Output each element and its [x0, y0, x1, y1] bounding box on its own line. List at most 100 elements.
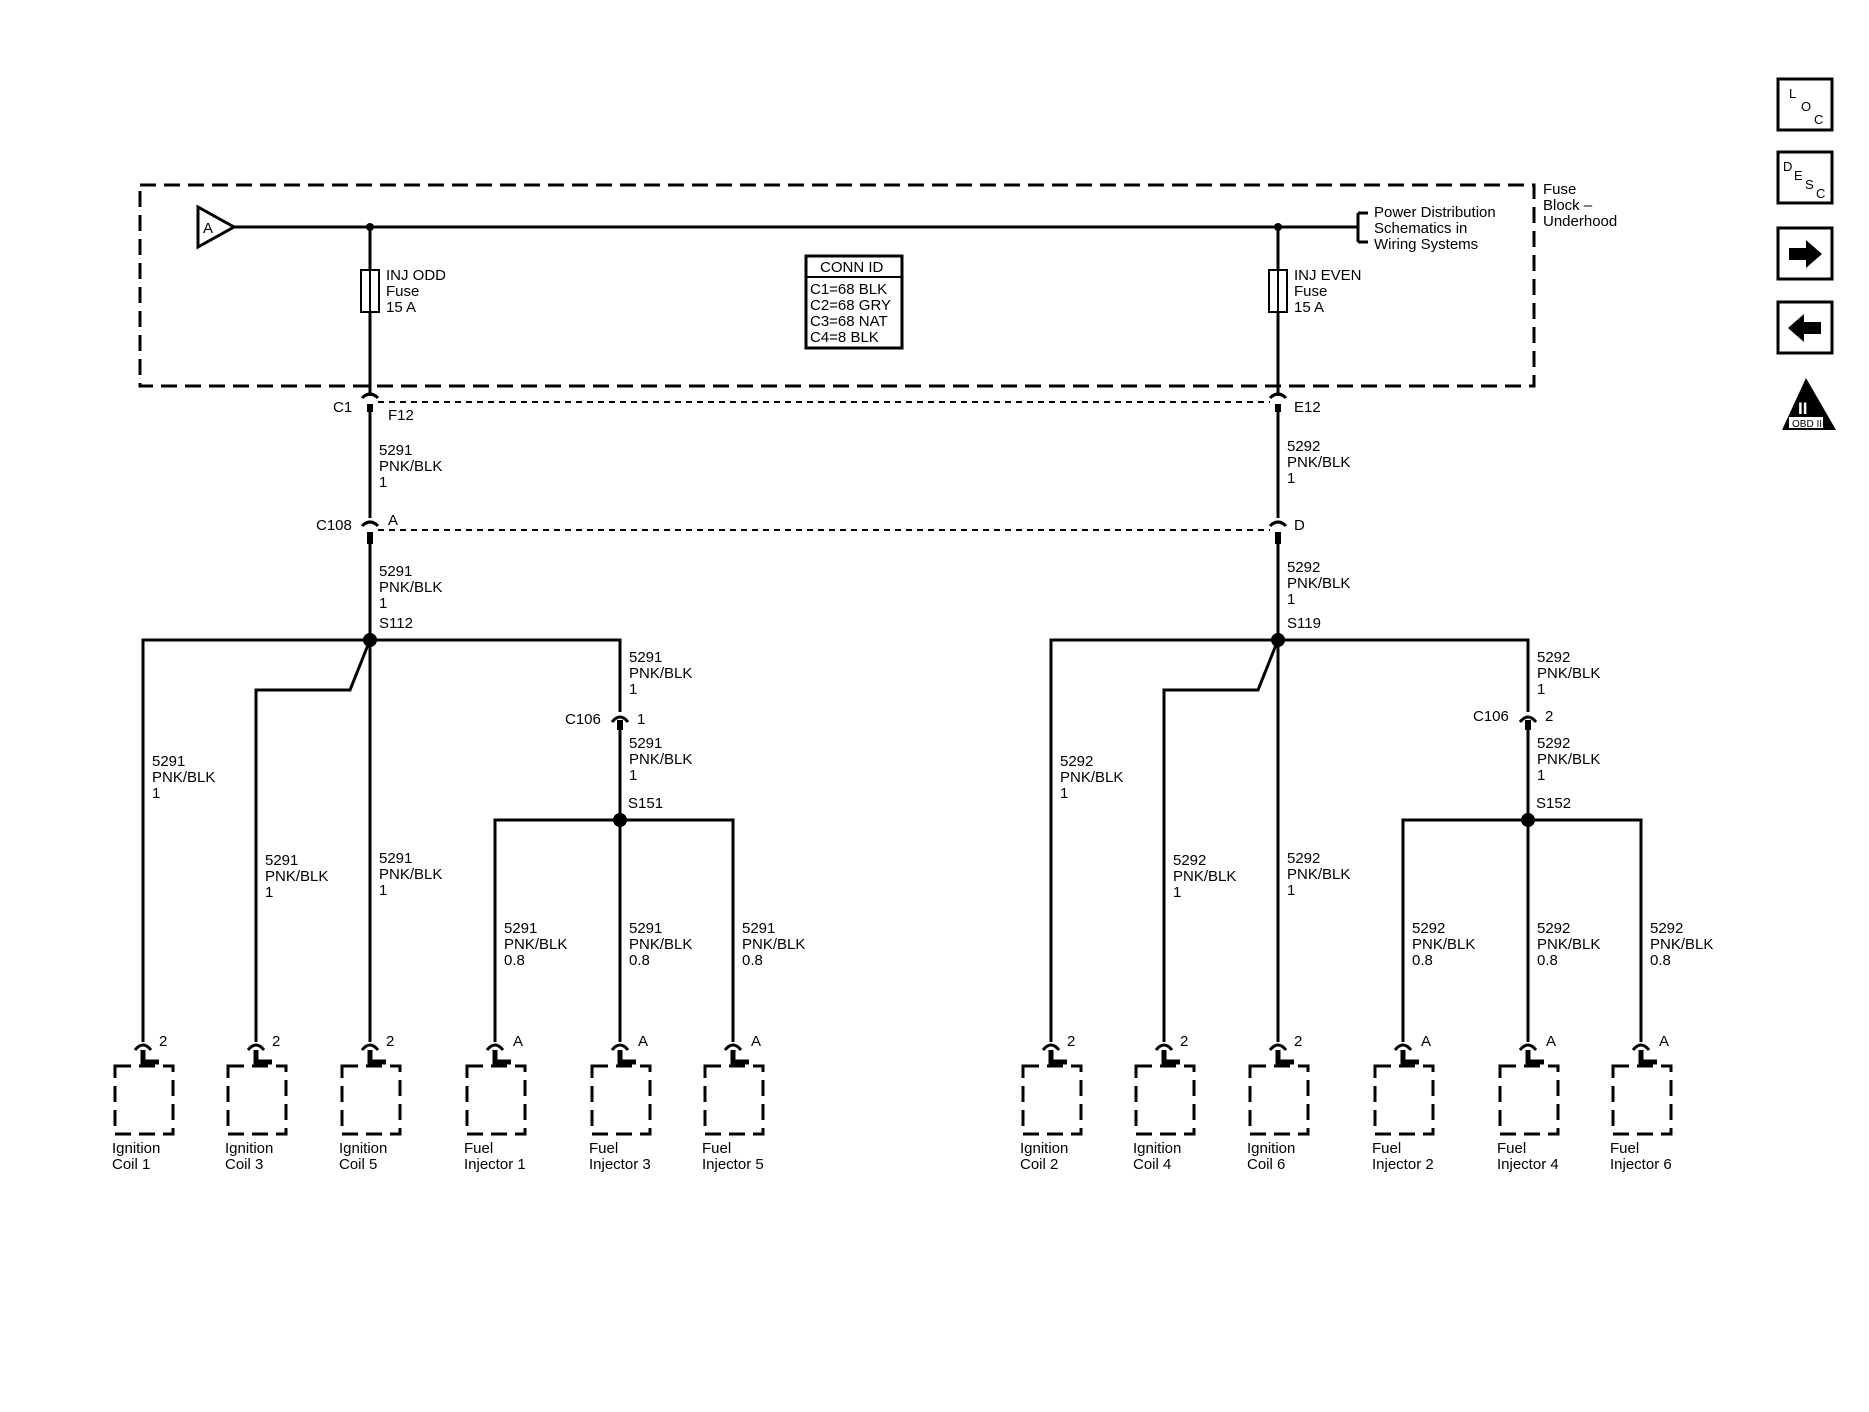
fuse-block: Fuse Block – Underhood A Power Distribut… [138, 181, 1617, 396]
reference-line-1[interactable]: Power Distribution [1374, 204, 1496, 221]
svg-text:C106: C106 [1473, 708, 1509, 725]
power-input-a-icon: A [196, 204, 238, 250]
wire-label-odd-08: 5291 [742, 920, 775, 937]
svg-text:2: 2 [1294, 1033, 1302, 1050]
svg-text:OBD II: OBD II [1792, 419, 1822, 430]
wire-label-even: 5292 [1537, 649, 1570, 666]
wire-label-odd-08: 5291 [504, 920, 537, 937]
component-fuel-injector-3[interactable]: A Fuel Injector 3 [589, 1033, 652, 1173]
component-fuel-injector-5[interactable]: A Fuel Injector 5 [702, 1033, 765, 1173]
wire-label-odd: PNK/BLK [379, 579, 442, 596]
svg-text:Fuel: Fuel [1497, 1140, 1526, 1157]
svg-text:A: A [638, 1033, 648, 1050]
fuse-odd-label-2: Fuse [386, 283, 419, 300]
wire-label-even: 5292 [1287, 559, 1320, 576]
fuse-even-label-3: 15 A [1294, 299, 1324, 316]
wire-label-odd: 5291 [629, 649, 662, 666]
splice-s152: S152 [1521, 795, 1571, 827]
svg-text:Fuel: Fuel [1372, 1140, 1401, 1157]
wire-label-even: 1 [1537, 767, 1545, 784]
wire-label-even: 5292 [1537, 735, 1570, 752]
svg-text:2: 2 [159, 1033, 167, 1050]
next-page-button[interactable] [1776, 226, 1834, 281]
wire-label-even: PNK/BLK [1287, 454, 1350, 471]
connector-c108-label: C108 [316, 517, 352, 534]
wire-label-even: 1 [1537, 681, 1545, 698]
wire-label-odd: 1 [379, 595, 387, 612]
wire-label-even-08: 5292 [1412, 920, 1445, 937]
wire-label-even: 1 [1060, 785, 1068, 802]
svg-text:2: 2 [1545, 708, 1553, 725]
fuse-inj-odd: INJ ODD Fuse 15 A [360, 227, 446, 396]
svg-text:Coil 1: Coil 1 [112, 1156, 150, 1173]
wire-label-even-08: PNK/BLK [1412, 936, 1475, 953]
svg-text:C106: C106 [565, 711, 601, 728]
connector-c106-right: C106 2 [1473, 708, 1553, 730]
wire-label-odd: PNK/BLK [629, 665, 692, 682]
svg-text:C: C [1816, 186, 1825, 201]
component-fuel-injector-6[interactable]: A Fuel Injector 6 [1610, 1033, 1673, 1173]
wire-label-even: PNK/BLK [1537, 665, 1600, 682]
component-fuel-injector-4[interactable]: A Fuel Injector 4 [1497, 1033, 1560, 1173]
svg-text:A: A [1421, 1033, 1431, 1050]
fuse-inj-even: INJ EVEN Fuse 15 A [1268, 227, 1362, 396]
wire-label-even-08: 0.8 [1412, 952, 1433, 969]
component-fuel-injector-1[interactable]: A Fuel Injector 1 [464, 1033, 527, 1173]
svg-text:2: 2 [1180, 1033, 1188, 1050]
svg-text:D: D [1783, 159, 1792, 174]
svg-text:Ignition: Ignition [1247, 1140, 1295, 1157]
fuse-even-label-2: Fuse [1294, 283, 1327, 300]
wire-label-odd: PNK/BLK [379, 458, 442, 475]
svg-text:2: 2 [1067, 1033, 1075, 1050]
wire-label-even-08: PNK/BLK [1537, 936, 1600, 953]
wire-label-even-08: 5292 [1650, 920, 1683, 937]
wire-label-even: 5292 [1287, 850, 1320, 867]
obd-ii-button[interactable]: II OBD II [1782, 378, 1836, 430]
component-ignition-coil-3[interactable]: 2 Ignition Coil 3 [225, 1033, 288, 1173]
component-ignition-coil-2[interactable]: 2 Ignition Coil 2 [1020, 1033, 1083, 1173]
wire-label-odd: 1 [629, 767, 637, 784]
arrow-right-icon [1789, 240, 1822, 268]
even-branch-wires [1049, 638, 1643, 1042]
wire-label-odd: PNK/BLK [629, 751, 692, 768]
connector-c106-left: C106 1 [565, 711, 645, 730]
prev-page-button[interactable] [1776, 300, 1834, 355]
fuse-even-label-1: INJ EVEN [1294, 267, 1362, 284]
svg-text:2: 2 [272, 1033, 280, 1050]
splice-s112-label: S112 [379, 615, 413, 632]
svg-text:Ignition: Ignition [1020, 1140, 1068, 1157]
svg-text:Injector 1: Injector 1 [464, 1156, 526, 1173]
svg-text:Ignition: Ignition [225, 1140, 273, 1157]
fuse-block-label-line-1: Fuse [1543, 181, 1576, 198]
svg-text:Fuel: Fuel [1610, 1140, 1639, 1157]
reference-line-3[interactable]: Wiring Systems [1374, 236, 1478, 253]
svg-text:A: A [751, 1033, 761, 1050]
wire-label-odd-08: PNK/BLK [504, 936, 567, 953]
svg-text:Injector 6: Injector 6 [1610, 1156, 1672, 1173]
svg-text:L: L [1789, 86, 1796, 101]
svg-text:Injector 3: Injector 3 [589, 1156, 651, 1173]
svg-text:S: S [1805, 177, 1814, 192]
conn-id-row: C1=68 BLK [810, 281, 887, 298]
svg-text:E: E [1794, 168, 1803, 183]
svg-text:Injector 5: Injector 5 [702, 1156, 764, 1173]
wire-label-odd-08: PNK/BLK [742, 936, 805, 953]
wire-label-even: 5292 [1173, 852, 1206, 869]
component-ignition-coil-5[interactable]: 2 Ignition Coil 5 [339, 1033, 402, 1173]
wire-label-odd-08: PNK/BLK [629, 936, 692, 953]
wire-label-odd-08: 0.8 [742, 952, 763, 969]
wire-label-odd: 1 [379, 474, 387, 491]
component-ignition-coil-4[interactable]: 2 Ignition Coil 4 [1133, 1033, 1196, 1173]
component-fuel-injector-2[interactable]: A Fuel Injector 2 [1372, 1033, 1435, 1173]
svg-text:Ignition: Ignition [112, 1140, 160, 1157]
component-ignition-coil-1[interactable]: 2 Ignition Coil 1 [112, 1033, 175, 1173]
wire-label-odd: PNK/BLK [152, 769, 215, 786]
desc-button[interactable]: D E S C [1776, 150, 1834, 205]
component-ignition-coil-6[interactable]: 2 Ignition Coil 6 [1247, 1033, 1310, 1173]
svg-text:1: 1 [637, 711, 645, 728]
loc-button[interactable]: L O C [1776, 77, 1834, 132]
wire-label-even: 5292 [1287, 438, 1320, 455]
reference-line-2[interactable]: Schematics in [1374, 220, 1467, 237]
svg-text:S151: S151 [628, 795, 663, 812]
